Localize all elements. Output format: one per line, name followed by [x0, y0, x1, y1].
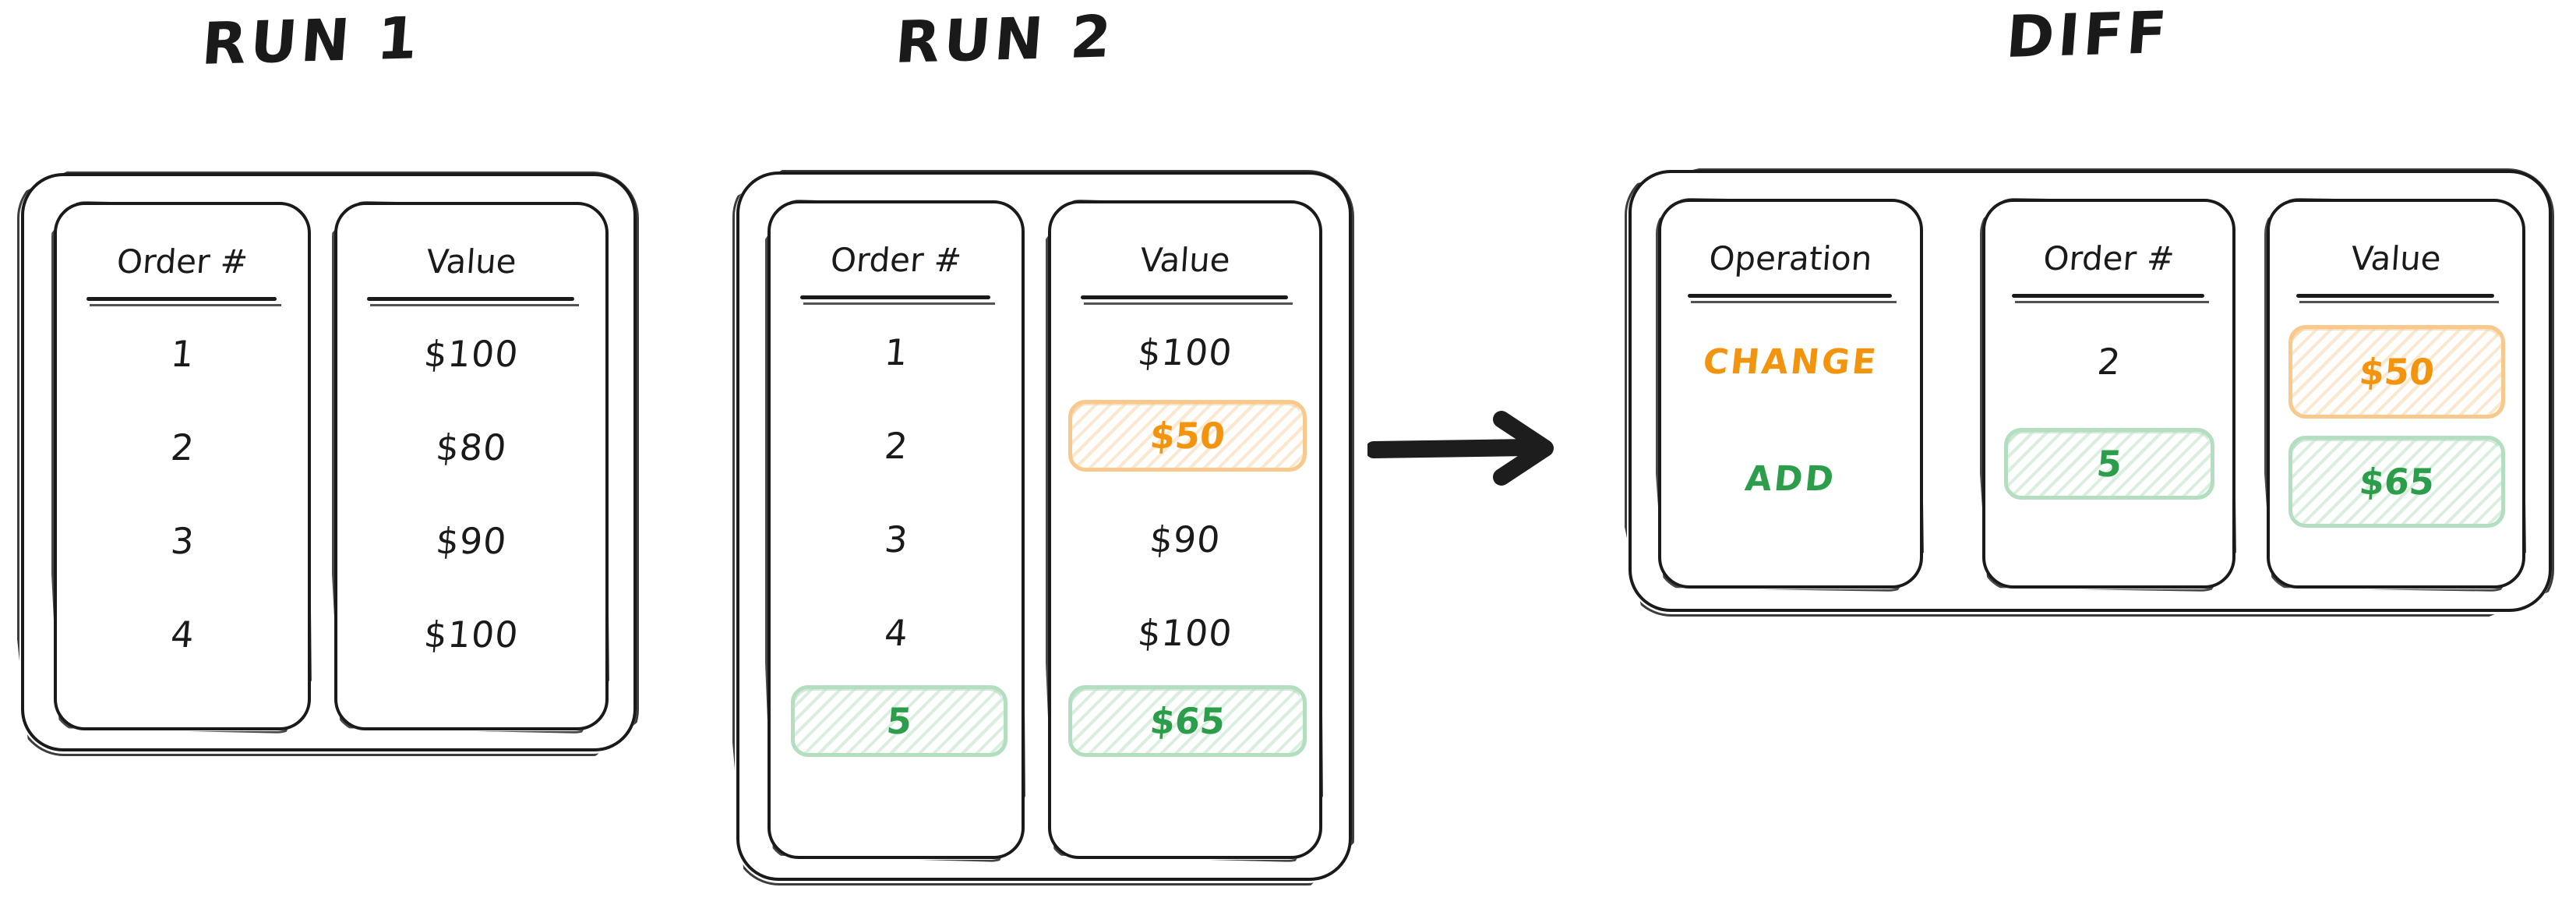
run1-order-rule — [86, 297, 281, 306]
diff-column-operation: Operation CHANGE ADD — [1658, 199, 1923, 589]
diff-order-cell-5-added: 5 — [2004, 428, 2214, 500]
diff-order-cell-5-text: 5 — [2094, 443, 2124, 485]
diff-operation-cell-add: ADD — [1743, 459, 1838, 499]
run2-order-cell-4: 4 — [882, 612, 910, 654]
run1-value-cell-1: $100 — [422, 333, 520, 375]
run1-value-cell-2: $80 — [434, 426, 509, 468]
run1-value-header: Value — [425, 242, 518, 281]
diff-order-rule — [2012, 294, 2209, 303]
run2-value-header: Value — [1138, 241, 1232, 279]
run2-value-cell-5-text: $65 — [1148, 700, 1227, 742]
run1-title: RUN 1 — [199, 4, 424, 79]
run1-order-cell-3: 3 — [168, 520, 196, 562]
run1-value-cell-4: $100 — [422, 613, 520, 656]
run2-column-value: Value $100 $50 $90 $100 $65 — [1048, 200, 1322, 859]
run2-value-cell-1: $100 — [1136, 331, 1234, 373]
diff-value-cell-50-changed: $50 — [2288, 325, 2505, 419]
diff-column-value: Value $50 $65 — [2267, 199, 2525, 589]
diff-value-cell-50-text: $50 — [2357, 351, 2437, 393]
run2-order-header: Order # — [829, 241, 963, 279]
diff-value-rule — [2296, 294, 2499, 303]
diff-value-cell-65-text: $65 — [2357, 461, 2437, 503]
diff-operation-rule — [1688, 294, 1897, 303]
diff-column-order: Order # 2 5 — [1982, 199, 2235, 589]
run2-value-cell-2-changed: $50 — [1068, 400, 1307, 472]
run1-order-header: Order # — [115, 242, 249, 281]
run2-panel: Order # 1 2 3 4 5 Value $100 $50 $90 $10… — [736, 171, 1352, 881]
arrow-right-icon — [1365, 405, 1570, 491]
diff-order-cell-2: 2 — [2095, 341, 2123, 383]
diff-panel: Operation CHANGE ADD Order # 2 5 Value $… — [1629, 170, 2552, 612]
run2-value-cell-3: $90 — [1148, 518, 1223, 560]
run2-order-cell-2: 2 — [882, 425, 910, 467]
diff-value-cell-65-added: $65 — [2288, 436, 2505, 528]
run2-value-cell-2-text: $50 — [1148, 415, 1227, 457]
run2-order-cell-1: 1 — [882, 331, 910, 373]
diff-operation-cell-change: CHANGE — [1701, 342, 1880, 382]
run2-column-order: Order # 1 2 3 4 5 — [768, 200, 1025, 859]
run2-value-rule — [1081, 295, 1293, 305]
run2-title: RUN 2 — [893, 2, 1117, 77]
run2-order-cell-3: 3 — [882, 518, 910, 560]
run2-order-rule — [800, 295, 995, 305]
run2-order-cell-5-text: 5 — [884, 700, 914, 742]
run1-order-cell-2: 2 — [168, 426, 196, 468]
run2-value-cell-5-added: $65 — [1068, 685, 1307, 757]
run1-order-cell-1: 1 — [168, 333, 196, 375]
run1-column-value: Value $100 $80 $90 $100 — [334, 202, 609, 730]
run1-value-rule — [367, 297, 579, 306]
diff-order-header: Order # — [2041, 239, 2176, 278]
run1-order-cell-4: 4 — [168, 613, 196, 656]
run2-value-cell-4: $100 — [1136, 612, 1234, 654]
run1-value-cell-3: $90 — [434, 520, 509, 562]
run1-panel: Order # 1 2 3 4 Value $100 $80 $90 $100 — [21, 173, 637, 751]
diff-title: DIFF — [2003, 0, 2173, 72]
diff-operation-header: Operation — [1707, 239, 1874, 278]
run1-column-order: Order # 1 2 3 4 — [54, 202, 311, 730]
run2-order-cell-5-added: 5 — [791, 685, 1007, 757]
diff-value-header: Value — [2349, 239, 2443, 278]
